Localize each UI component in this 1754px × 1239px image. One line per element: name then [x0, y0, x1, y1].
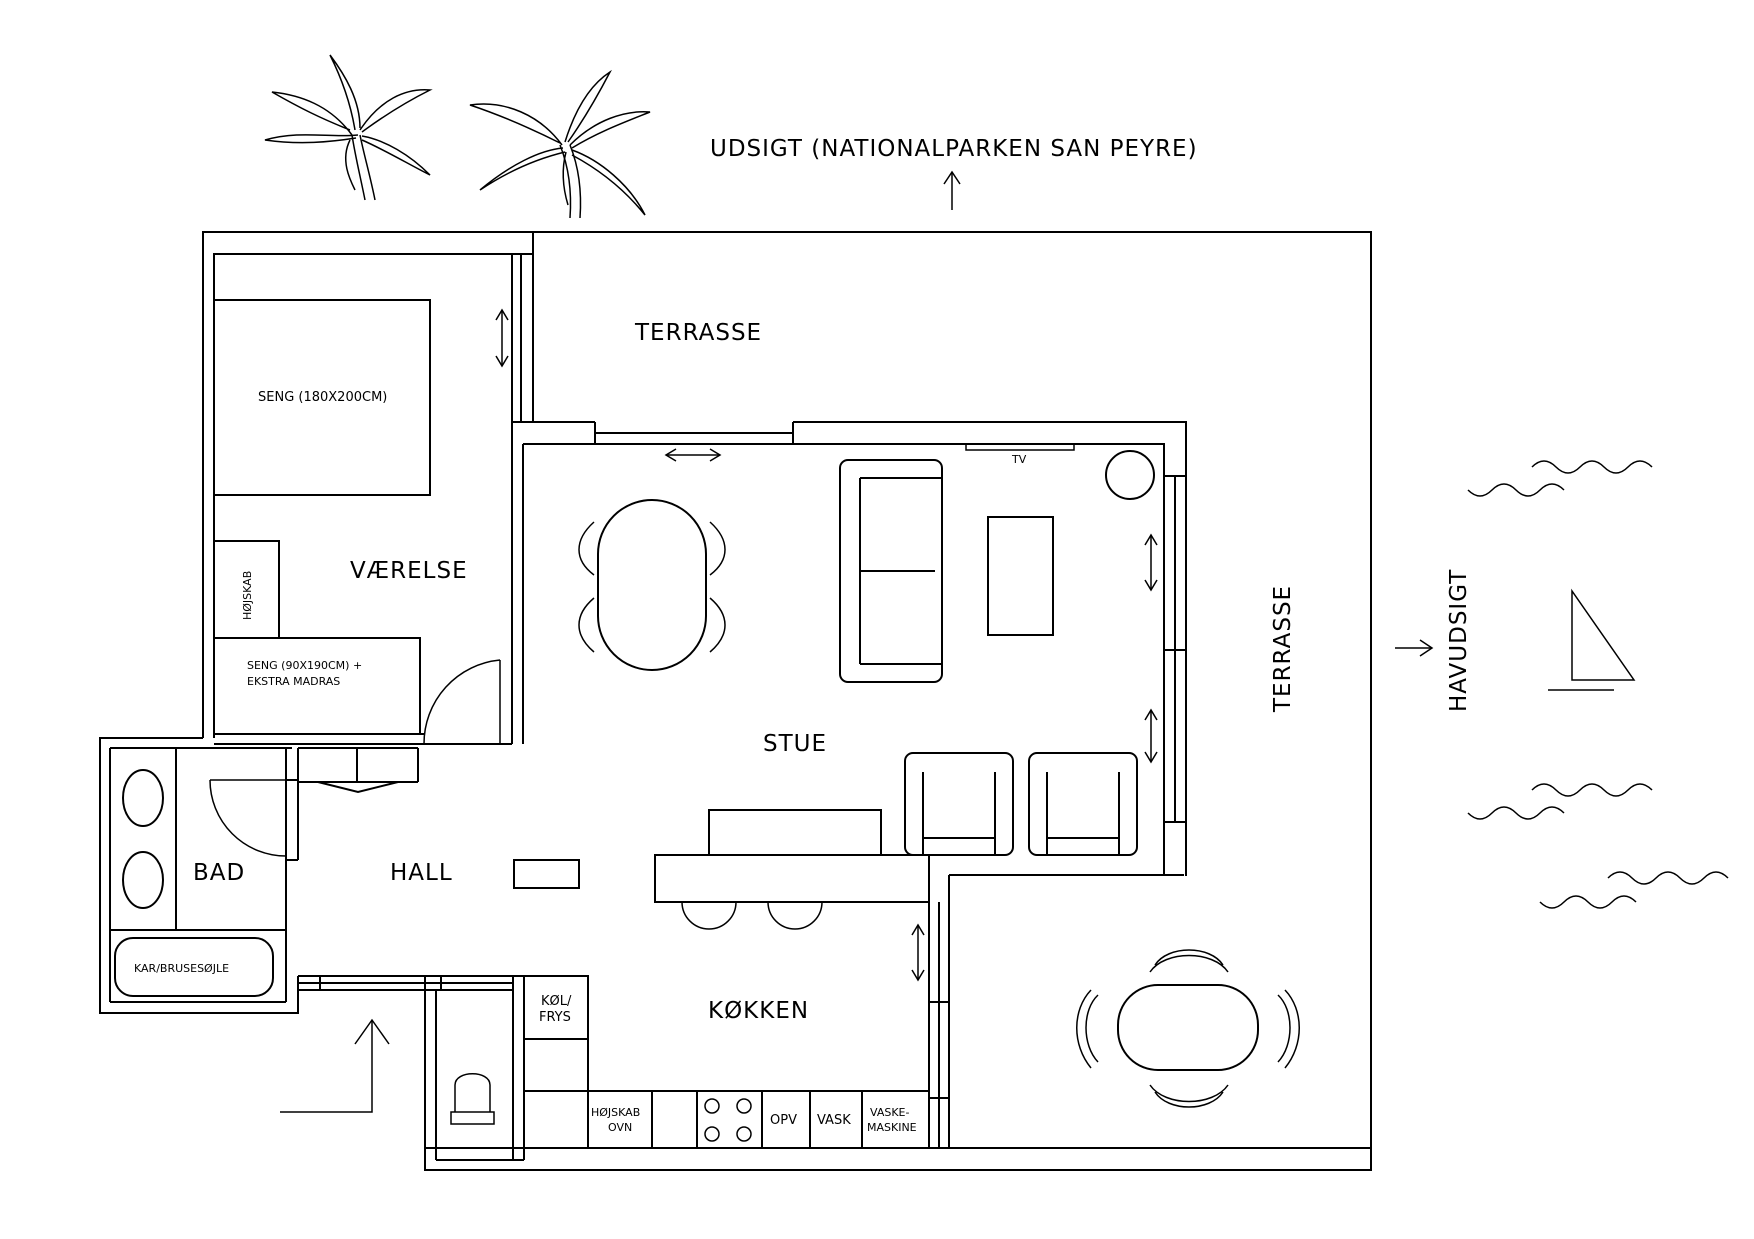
bedroom-label: VÆRELSE — [350, 558, 468, 584]
oven-label-line2: OVN — [608, 1121, 632, 1134]
tv-label: TV — [1011, 453, 1027, 466]
oven-label-line1: HØJSKAB — [591, 1106, 640, 1119]
kitchen-counter — [524, 1090, 929, 1149]
bathroom-fixtures — [110, 748, 286, 997]
floor-lamp-icon — [1105, 450, 1155, 500]
living-window-arrows — [664, 448, 1158, 764]
terrace-top-label: TERRASSE — [634, 320, 762, 346]
sofa — [839, 459, 943, 683]
hall-walls — [99, 737, 513, 1014]
washer-label-line2: MASKINE — [867, 1121, 917, 1134]
dining-chairs — [578, 521, 726, 653]
terrace-right-label: TERRASSE — [1270, 585, 1296, 713]
double-bed-label: SENG (180X200CM) — [258, 390, 387, 405]
sink-label: VASK — [817, 1113, 851, 1128]
living-room-label: STUE — [763, 731, 827, 757]
dishwasher-label: OPV — [770, 1113, 797, 1128]
bedroom-window-arrow — [495, 308, 509, 368]
terrace-dining-chairs — [1076, 949, 1300, 1108]
tv — [965, 443, 1075, 451]
hall-bench — [513, 859, 580, 889]
waves-icon — [1467, 460, 1729, 909]
bathroom-label: BAD — [193, 860, 245, 886]
single-bed-label-line2: EKSTRA MADRAS — [247, 675, 340, 688]
kitchen-label: KØKKEN — [708, 998, 809, 1024]
armchair-right — [1028, 752, 1138, 856]
double-bed — [213, 299, 431, 496]
stove-burners-icon — [704, 1098, 752, 1142]
hall-label: HALL — [390, 860, 453, 886]
sideboard — [708, 809, 882, 856]
toilet-icon — [450, 1073, 495, 1125]
sea-view-label: HAVUDSIGT — [1446, 569, 1472, 712]
terrace-dining-table — [1117, 984, 1259, 1071]
kitchen-walls — [435, 902, 949, 1161]
single-bed — [213, 637, 421, 735]
bathroom-door — [209, 779, 287, 857]
kitchen-window-arrow — [911, 923, 925, 982]
coffee-table — [987, 516, 1054, 636]
living-room-walls — [512, 421, 1187, 876]
arrow-right-icon — [1395, 639, 1434, 657]
fridge-lower — [523, 1038, 589, 1092]
single-bed-label-line1: SENG (90X190CM) + — [247, 659, 362, 672]
bar-counter — [654, 854, 930, 903]
bar-stools — [681, 901, 823, 930]
bathtub-label: KAR/BRUSESØJLE — [134, 962, 229, 975]
bedroom-door — [423, 659, 501, 745]
armchair-left — [904, 752, 1014, 856]
palm-tree-icon-right — [469, 69, 651, 219]
washer-label-line1: VASKE- — [870, 1106, 909, 1119]
dining-table — [597, 499, 707, 671]
view-national-park-label: UDSIGT (NATIONALPARKEN SAN PEYRE) — [710, 136, 1198, 162]
bedroom-wardrobe-label: HØJSKAB — [241, 571, 254, 620]
fridge-label-line2: FRYS — [539, 1010, 571, 1025]
arrow-up-icon — [943, 170, 961, 210]
outer-walls — [424, 231, 1372, 1171]
sailboat-icon — [1548, 588, 1636, 691]
entrance-arrow-icon — [280, 1018, 390, 1113]
fridge-label-line1: KØL/ — [541, 994, 572, 1009]
palm-tree-icon-left — [264, 54, 433, 201]
